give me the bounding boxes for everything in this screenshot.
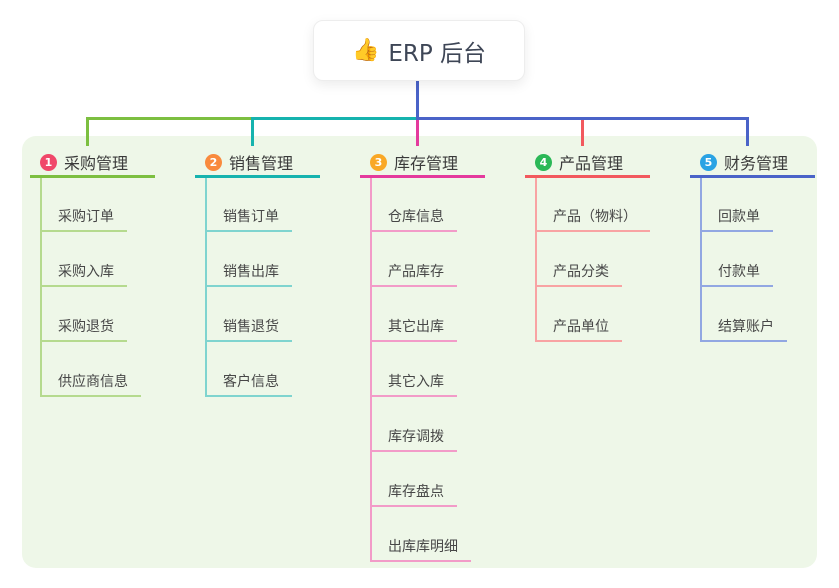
branch-node-4[interactable]: 4 产品管理 [525, 149, 650, 178]
branch-5-spine-line [700, 178, 702, 342]
connector-root-vertical [416, 81, 419, 120]
branch-3-child-3[interactable]: 其它出库 [370, 314, 457, 342]
branch-5-child-1[interactable]: 回款单 [700, 204, 773, 232]
connector-trunk-right-blue [416, 117, 749, 120]
branch-2-spine-line [205, 178, 207, 397]
branch-5-label: 财务管理 [724, 154, 789, 173]
connector-drop-branch-4 [581, 117, 584, 146]
branch-1-child-2[interactable]: 采购入库 [40, 259, 127, 287]
branch-2-child-4[interactable]: 客户信息 [205, 369, 292, 397]
branch-4-label: 产品管理 [559, 154, 624, 173]
connector-drop-branch-3 [416, 117, 419, 146]
branch-4-child-1[interactable]: 产品（物料） [535, 204, 650, 232]
branch-1-child-4[interactable]: 供应商信息 [40, 369, 141, 397]
branch-4-child-3[interactable]: 产品单位 [535, 314, 622, 342]
branch-3-label: 库存管理 [394, 154, 459, 173]
connector-drop-branch-5 [746, 117, 749, 146]
branch-3-child-5[interactable]: 库存调拨 [370, 424, 457, 452]
branch-2-label: 销售管理 [229, 154, 294, 173]
branch-1-child-1[interactable]: 采购订单 [40, 204, 127, 232]
branch-3-child-6[interactable]: 库存盘点 [370, 479, 457, 507]
branch-3-child-1[interactable]: 仓库信息 [370, 204, 457, 232]
connector-drop-branch-1 [86, 117, 89, 146]
branch-2-number-badge: 2 [205, 153, 222, 171]
connector-drop-branch-2 [251, 117, 254, 146]
branch-2-child-1[interactable]: 销售订单 [205, 204, 292, 232]
branch-node-3[interactable]: 3 库存管理 [360, 149, 485, 178]
branch-1-number-badge: 1 [40, 153, 57, 171]
branch-2-child-2[interactable]: 销售出库 [205, 259, 292, 287]
branch-3-child-4[interactable]: 其它入库 [370, 369, 457, 397]
branch-1-label: 采购管理 [64, 154, 129, 173]
branch-3-child-2[interactable]: 产品库存 [370, 259, 457, 287]
branch-node-1[interactable]: 1 采购管理 [30, 149, 155, 178]
root-node-label: ERP 后台 [388, 40, 487, 67]
branches-background-panel [22, 136, 817, 568]
root-node-erp[interactable]: 👍 ERP 后台 [313, 20, 525, 81]
branch-5-number-badge: 5 [700, 153, 717, 171]
branch-2-child-3[interactable]: 销售退货 [205, 314, 292, 342]
branch-4-child-2[interactable]: 产品分类 [535, 259, 622, 287]
branch-node-5[interactable]: 5 财务管理 [690, 149, 815, 178]
branch-5-child-2[interactable]: 付款单 [700, 259, 773, 287]
connector-trunk-left-green [86, 117, 253, 120]
branch-1-spine-line [40, 178, 42, 397]
branch-node-2[interactable]: 2 销售管理 [195, 149, 320, 178]
branch-4-number-badge: 4 [535, 153, 552, 171]
thumbs-up-icon: 👍 [351, 37, 380, 63]
branch-3-number-badge: 3 [370, 153, 387, 171]
branch-1-child-3[interactable]: 采购退货 [40, 314, 127, 342]
branch-4-spine-line [535, 178, 537, 342]
connector-trunk-mid-teal [251, 117, 418, 120]
branch-3-child-7[interactable]: 出库库明细 [370, 534, 471, 562]
branch-5-child-3[interactable]: 结算账户 [700, 314, 787, 342]
branch-3-spine-line [370, 178, 372, 562]
